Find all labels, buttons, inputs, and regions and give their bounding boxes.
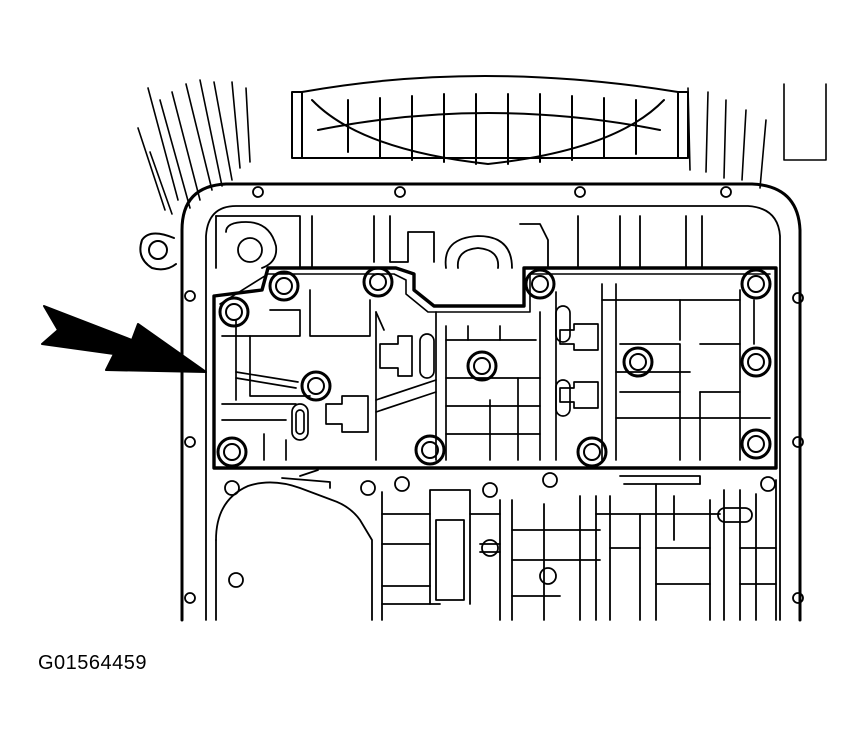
upper-valve-body: [215, 215, 703, 269]
arrow-pointer-icon: [41, 305, 207, 373]
valve-slot: [419, 333, 435, 379]
spool-valve: [559, 323, 599, 351]
bolt: [740, 428, 772, 460]
lower-valve-body: [215, 469, 777, 621]
bolt: [466, 350, 498, 382]
flange-bolt-holes: [184, 186, 804, 604]
spool-valve: [379, 335, 413, 377]
bolt-hole: [184, 436, 196, 448]
bolt-hole: [184, 290, 196, 302]
bolt-hole: [574, 186, 586, 198]
spool-valve: [559, 381, 599, 409]
valve-body-bolts: [216, 266, 772, 468]
bolt: [268, 270, 300, 302]
bolt: [216, 436, 248, 468]
valve-slot: [555, 305, 571, 343]
spool-valve: [325, 395, 369, 433]
bolt-hole: [792, 592, 804, 604]
bolt: [524, 268, 556, 300]
case-hatching: [137, 79, 827, 215]
bolt: [622, 346, 654, 378]
bolt-hole: [792, 292, 804, 304]
valve-body-diagram: [41, 75, 827, 622]
bolt: [362, 266, 394, 298]
spool-valves: [291, 305, 741, 441]
bolt: [576, 436, 608, 468]
valve-slot: [555, 379, 571, 417]
bolt-hole: [252, 186, 264, 198]
bolt: [218, 296, 250, 328]
pan-flange: [139, 182, 802, 622]
bolt-hole: [720, 186, 732, 198]
bolt-hole: [394, 186, 406, 198]
bolt: [414, 434, 446, 466]
bolt-hole: [184, 592, 196, 604]
figure-id-label: G01564459: [38, 652, 148, 674]
valve-slot: [291, 403, 309, 441]
converter-housing: [291, 75, 689, 165]
bolt: [740, 346, 772, 378]
bolt: [740, 268, 772, 300]
upper-plate-outline: [212, 266, 778, 470]
bolt-hole: [792, 436, 804, 448]
bolt: [300, 370, 332, 402]
valve-slot: [717, 507, 753, 523]
